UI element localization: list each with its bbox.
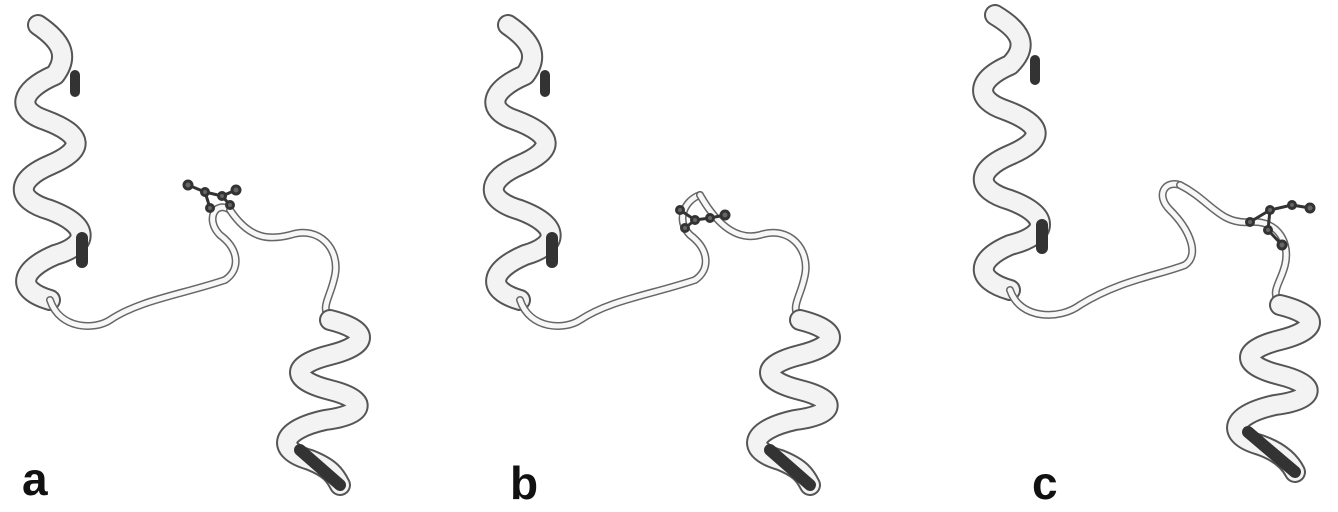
panel-label: a — [22, 456, 48, 502]
panel-a: a — [0, 0, 440, 512]
protein-ribbon-icon — [950, 0, 1338, 512]
panel-b: b — [470, 0, 910, 512]
panel-label: c — [1032, 460, 1058, 506]
protein-ribbon-icon — [0, 0, 440, 512]
protein-ribbon-icon — [470, 0, 910, 512]
panel-label: b — [510, 460, 538, 506]
panel-c: c — [950, 0, 1338, 512]
